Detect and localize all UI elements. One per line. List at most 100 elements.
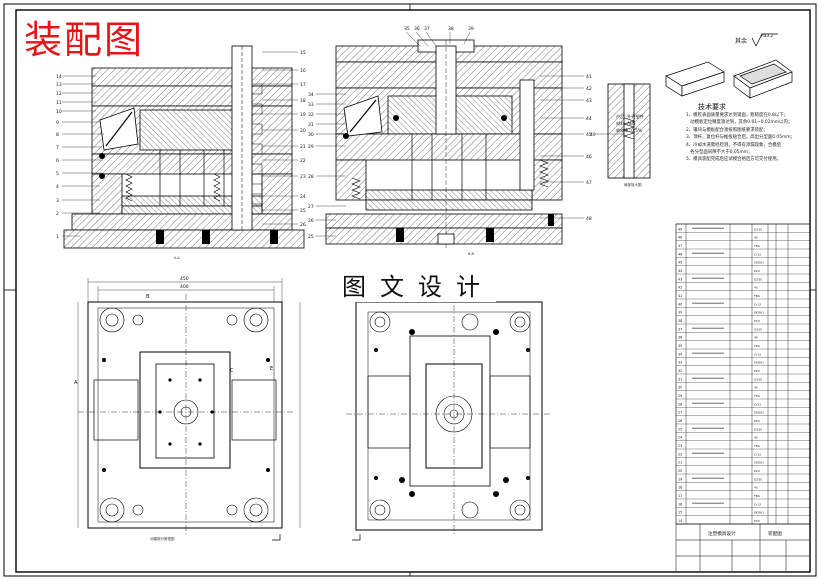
svg-text:4: 4 <box>56 184 59 190</box>
bom-row-material: P20 <box>754 319 760 323</box>
bom-row-number: 35 <box>678 344 682 348</box>
bom-row-material: 45 <box>754 286 758 290</box>
detail-view: 49 <box>590 83 651 179</box>
bom-row-material: SKD61 <box>754 261 764 265</box>
bom-row-number: 34 <box>678 352 682 356</box>
bom-row-number: 31 <box>678 377 682 381</box>
svg-text:41: 41 <box>586 74 592 80</box>
bom-row-material: Q235 <box>754 327 762 331</box>
drawing-title: 装配图 <box>24 18 145 62</box>
svg-text:23: 23 <box>300 174 306 180</box>
svg-text:31: 31 <box>308 122 314 128</box>
bom-row-number: 18 <box>678 486 682 490</box>
plan-view-label: 动模部分俯视图 <box>150 537 175 541</box>
svg-text:46: 46 <box>586 154 592 160</box>
svg-text:C: C <box>230 368 234 374</box>
bom-row-number: 33 <box>678 361 682 365</box>
bom-row-material: T8A <box>753 294 761 298</box>
svg-text:B: B <box>146 294 150 300</box>
svg-text:48: 48 <box>586 216 592 222</box>
bom-row-number: 15 <box>678 511 682 515</box>
bom-row-number: 46 <box>678 252 682 256</box>
svg-text:14: 14 <box>56 74 62 80</box>
technical-requirements-notes: 1、模腔表面质量要求达到镜面，粗糙度在0.8以下； 动模板定位精度须达到，其余0… <box>686 113 795 163</box>
bom-row-number: 41 <box>678 294 682 298</box>
svg-text:47: 47 <box>586 180 592 186</box>
bom-row-material: Q235 <box>754 427 762 431</box>
svg-text:43: 43 <box>586 98 592 104</box>
plan-view-fixed-half <box>346 294 552 541</box>
bom-row-material: SKD61 <box>754 511 764 515</box>
svg-text:16: 16 <box>300 68 306 74</box>
bom-row-number: 17 <box>678 494 682 498</box>
bom-row-number: 36 <box>678 336 682 340</box>
svg-text:42: 42 <box>586 86 592 92</box>
bom-row-material: P20 <box>754 269 760 273</box>
bom-row-material: SKD61 <box>754 411 764 415</box>
plan-view-moving-half: 450 400 ABC E <box>74 276 301 541</box>
svg-text:27: 27 <box>308 204 314 210</box>
bom-row-number: 28 <box>678 402 682 406</box>
svg-text:2: 2 <box>56 211 59 217</box>
svg-text:26: 26 <box>308 218 314 224</box>
svg-text:15: 15 <box>300 50 306 56</box>
bom-row-material: P20 <box>754 369 760 373</box>
svg-text:9: 9 <box>56 120 59 126</box>
svg-text:8: 8 <box>56 132 59 138</box>
svg-text:28: 28 <box>308 174 314 180</box>
bom-row-material: 45 <box>754 486 758 490</box>
svg-text:19: 19 <box>300 112 306 118</box>
bom-row-material: Cr12 <box>754 452 761 456</box>
svg-text:18: 18 <box>300 98 306 104</box>
svg-text:37: 37 <box>424 26 430 32</box>
bom-row-number: 43 <box>678 277 682 281</box>
svg-text:6: 6 <box>56 158 59 164</box>
bom-row-material: T8A <box>753 344 761 348</box>
bom-row-material: Cr12 <box>754 352 761 356</box>
roughness-value: Ra3.2 <box>761 33 774 38</box>
bom-row-number: 30 <box>678 386 682 390</box>
bom-row-number: 45 <box>678 261 682 265</box>
title-block-drawing: 装配图 <box>768 532 782 537</box>
svg-text:35: 35 <box>404 26 410 32</box>
roughness-label: 其余 <box>735 38 748 45</box>
svg-text:12: 12 <box>56 91 62 97</box>
dim-inner-width: 400 <box>180 284 189 290</box>
bom-row-number: 27 <box>678 411 682 415</box>
bom-row-number: 49 <box>678 227 682 231</box>
bom-row-number: 20 <box>678 469 682 473</box>
svg-text:7: 7 <box>56 145 59 151</box>
bom-row-material: P20 <box>754 469 760 473</box>
svg-text:24: 24 <box>300 194 306 200</box>
bom-row-material: SKD61 <box>754 461 764 465</box>
bom-row-number: 44 <box>678 269 682 273</box>
bom-row-material: 45 <box>754 236 758 240</box>
svg-text:45: 45 <box>586 132 592 138</box>
bom-row-material: Q235 <box>754 477 762 481</box>
svg-text:26: 26 <box>300 222 306 228</box>
bom-row-material: Cr12 <box>754 302 761 306</box>
svg-text:29: 29 <box>308 144 314 150</box>
plastic-part-info: 产品: 外壳塑件 材料: ABS 收缩率: 0.5% <box>616 114 644 133</box>
bom-row-material: T8A <box>753 244 761 248</box>
bom-row-material: T8A <box>753 444 761 448</box>
svg-text:5: 5 <box>56 171 59 177</box>
svg-text:38: 38 <box>448 26 454 32</box>
svg-text:3: 3 <box>56 198 59 204</box>
bom-row-material: Cr12 <box>754 502 761 506</box>
svg-text:32: 32 <box>308 112 314 118</box>
svg-text:25: 25 <box>308 234 314 240</box>
bom-row-number: 23 <box>678 444 682 448</box>
bom-row-material: Cr12 <box>754 402 761 406</box>
detail-view-label: 局部放大图 <box>624 183 642 187</box>
bom-row-number: 39 <box>678 311 682 315</box>
watermark-text: 图文设计 <box>340 272 496 302</box>
bom-row-material: P20 <box>754 519 760 523</box>
svg-text:20: 20 <box>300 128 306 134</box>
technical-requirements-heading: 技术要求 <box>698 103 726 111</box>
svg-text:30: 30 <box>308 132 314 138</box>
svg-text:49: 49 <box>590 132 596 138</box>
svg-text:11: 11 <box>56 100 62 106</box>
